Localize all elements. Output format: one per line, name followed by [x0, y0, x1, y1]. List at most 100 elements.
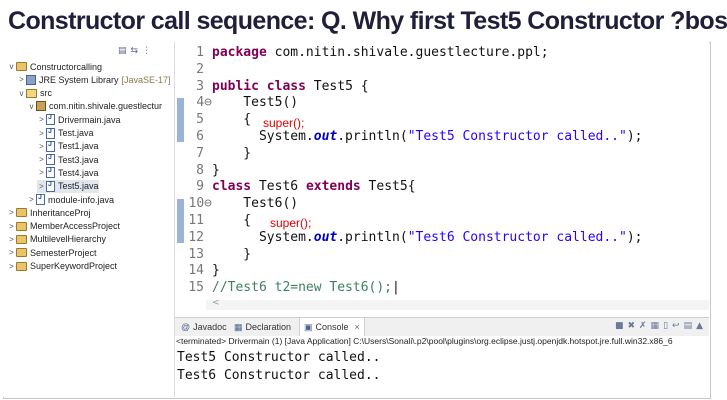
project-icon: [16, 248, 27, 258]
tab-console[interactable]: ▣ Console ×: [299, 318, 365, 336]
code-line[interactable]: 6 System.out.println("Test5 Constructor …: [186, 128, 643, 145]
terminate-icon[interactable]: ■: [614, 321, 624, 331]
package-icon: [36, 101, 46, 112]
pin-icon[interactable]: ▯: [663, 321, 669, 331]
console-toolbar: ■ ✖ ✗ ▦ ▯ ↩ ▤ ▲: [615, 321, 703, 331]
field-token: out: [313, 129, 338, 144]
display-console-icon[interactable]: ▤: [683, 321, 693, 331]
code-editor[interactable]: [175, 42, 709, 303]
tree-item[interactable]: >InheritanceProj: [7, 206, 90, 219]
collapsed-chevron-icon[interactable]: >: [9, 208, 14, 218]
tree-item[interactable]: > JRE System Library[JavaSE-17]: [17, 73, 171, 86]
line-number: 1: [196, 45, 204, 60]
tree-item[interactable]: > module-info.java: [27, 193, 114, 206]
code-line[interactable]: 4⊖ Test5(): [186, 94, 298, 111]
collapsed-chevron-icon[interactable]: >: [39, 155, 44, 165]
collapsed-chevron-icon[interactable]: >: [39, 141, 44, 151]
remove-launch-icon[interactable]: ✖: [627, 321, 635, 331]
code-token: );: [626, 129, 643, 144]
tree-item[interactable]: > Test1.java: [37, 140, 99, 153]
code-line[interactable]: 15//Test6 t2=new Test6();|: [186, 279, 400, 296]
tree-item[interactable]: >Test4.java: [37, 166, 99, 179]
change-marker: [177, 199, 184, 243]
expanded-chevron-icon[interactable]: v: [19, 88, 24, 98]
code-token: Test6(): [212, 196, 299, 212]
code-line[interactable]: 2: [186, 61, 212, 78]
tree-item[interactable]: > MemberAccessProject: [7, 220, 120, 233]
code-line[interactable]: 5 {: [186, 111, 251, 128]
code-line[interactable]: 14}: [186, 262, 220, 279]
code-token: Test5{: [360, 179, 416, 195]
code-line[interactable]: 12 System.out.println("Test6 Constructor…: [186, 229, 642, 246]
code-line[interactable]: 8}: [186, 162, 220, 179]
tree-item[interactable]: >Drivermain.java: [37, 113, 121, 126]
code-token: Test6: [251, 179, 306, 195]
link-editor-icon[interactable]: ⇆: [130, 46, 139, 56]
code-line[interactable]: 11 {: [186, 212, 251, 229]
line-number: 15: [188, 280, 204, 296]
keyword-token: public: [212, 78, 259, 94]
tree-item-label: module-info.java: [48, 194, 115, 205]
tree-item-label: JRE System Library: [39, 74, 119, 85]
slide-title: Constructor call sequence: Q. Why first …: [8, 7, 727, 35]
collapsed-chevron-icon[interactable]: >: [29, 195, 34, 204]
string-token: "Test6 Constructor called..": [407, 229, 627, 245]
explorer-toolbar: ▤ ⇆ ⋮: [118, 46, 151, 60]
view-menu-icon[interactable]: ⋮: [142, 46, 152, 56]
horizontal-scrollbar[interactable]: <: [206, 298, 709, 310]
code-line[interactable]: 10⊖ Test6(): [186, 195, 299, 212]
collapse-all-icon[interactable]: ▤: [118, 46, 127, 56]
tree-item-label: MemberAccessProject: [30, 221, 121, 232]
collapsed-chevron-icon[interactable]: >: [19, 75, 24, 85]
project-icon: [16, 62, 27, 71]
collapsed-chevron-icon[interactable]: >: [9, 261, 14, 271]
console-output-line: Test6 Constructor called..: [177, 368, 381, 383]
collapsed-chevron-icon[interactable]: >: [9, 221, 14, 231]
collapsed-chevron-icon[interactable]: >: [39, 115, 44, 125]
line-number: 12: [188, 229, 204, 245]
tree-item[interactable]: >Test3.java: [37, 153, 99, 166]
tree-item[interactable]: v com.nitin.shivale.guestlectur: [27, 100, 162, 113]
tree-item[interactable]: >Test.java: [37, 127, 94, 140]
collapsed-chevron-icon[interactable]: >: [39, 128, 44, 138]
library-icon: [26, 74, 36, 85]
collapsed-chevron-icon[interactable]: >: [39, 181, 44, 191]
library-version-label: [JavaSE-17]: [121, 74, 171, 85]
java-file-icon: [46, 180, 55, 192]
tree-item[interactable]: >SemesterProject: [7, 246, 96, 259]
tree-item[interactable]: >Test5.java: [37, 179, 99, 193]
tree-item[interactable]: >SuperKeywordProject: [7, 260, 117, 273]
tab-declaration[interactable]: ▦ Declaration: [234, 321, 292, 333]
scroll-lock-icon[interactable]: ▦: [650, 321, 660, 331]
tree-item-label: Test1.java: [58, 141, 99, 152]
code-token: System.: [212, 229, 314, 245]
remove-all-icon[interactable]: ✗: [639, 321, 647, 331]
code-line[interactable]: 7 }: [186, 145, 251, 162]
collapsed-chevron-icon[interactable]: >: [9, 248, 14, 258]
open-console-icon[interactable]: ▲: [696, 321, 703, 331]
word-wrap-icon[interactable]: ↩: [672, 321, 680, 331]
expanded-chevron-icon[interactable]: v: [9, 62, 14, 71]
code-line[interactable]: 13 }: [186, 246, 251, 263]
java-file-icon: [46, 127, 55, 139]
code-token: }: [212, 263, 220, 279]
tab-javadoc[interactable]: @ Javadoc: [181, 322, 227, 332]
declaration-icon: ▦: [234, 321, 243, 332]
source-folder-icon: [26, 88, 37, 98]
scroll-left-icon[interactable]: <: [212, 298, 220, 308]
super-call-annotation: super();: [270, 216, 312, 230]
tree-item-label: com.nitin.shivale.guestlectur: [49, 101, 163, 112]
expanded-chevron-icon[interactable]: v: [29, 101, 34, 111]
close-icon[interactable]: ×: [354, 322, 360, 332]
keyword-token: extends: [305, 179, 361, 195]
tree-item[interactable]: >MultilevelHierarchy: [7, 233, 106, 246]
package-explorer: [3, 42, 175, 397]
collapsed-chevron-icon[interactable]: >: [9, 234, 14, 244]
change-marker: [177, 98, 184, 142]
collapsed-chevron-icon[interactable]: >: [39, 168, 44, 178]
